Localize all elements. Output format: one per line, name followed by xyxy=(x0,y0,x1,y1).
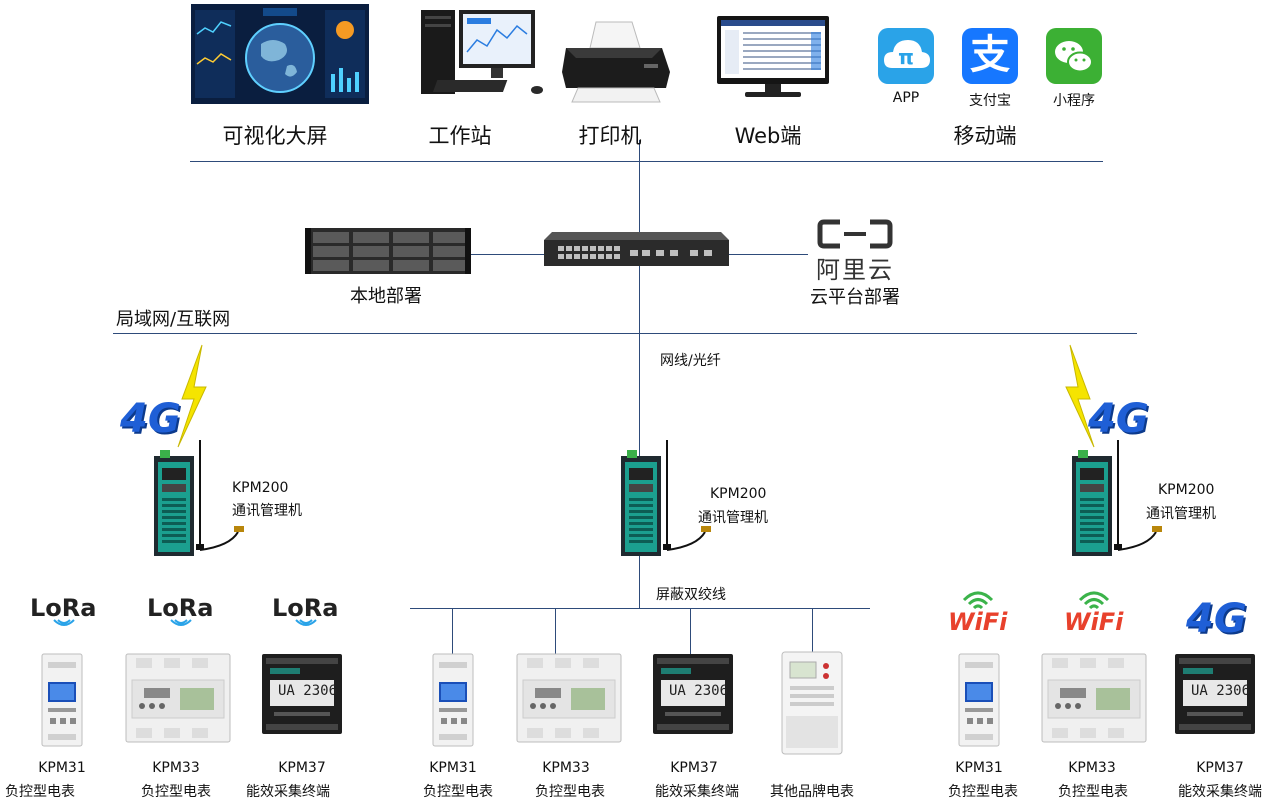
device-model-3: KPM37 xyxy=(278,760,326,776)
device-name-10: 能效采集终端 xyxy=(1178,784,1262,800)
device-name-9: 负控型电表 xyxy=(1058,784,1128,800)
kpm37-display-3: UA 2306 xyxy=(1191,683,1251,699)
rs485-bus-line xyxy=(410,608,870,609)
device-model-5: KPM33 xyxy=(542,760,590,776)
gateway-device-right xyxy=(1072,440,1162,556)
kpm37-display-1: UA 2306 xyxy=(278,683,338,699)
device-model-10: KPM37 xyxy=(1196,760,1244,776)
drop-line-3 xyxy=(690,608,691,660)
kpm33-meter-3 xyxy=(1041,653,1147,743)
kpm37-terminal-3 xyxy=(1175,654,1255,734)
workstation-label: 工作站 xyxy=(428,124,492,148)
wifi-arcs-icon-2 xyxy=(1078,591,1110,610)
kpm37-terminal-2 xyxy=(653,654,733,734)
alipay-glyph: 支 xyxy=(970,32,1010,78)
alipay-icon xyxy=(962,28,1018,84)
lightning-icon-left xyxy=(177,344,207,448)
lan-internet-label: 局域网/互联网 xyxy=(116,309,231,330)
wifi-badge-2: WiFi xyxy=(1064,608,1124,636)
lora-badge-2: LoRa xyxy=(147,594,214,622)
device-model-9: KPM33 xyxy=(1068,760,1116,776)
lora-waves-icon-3 xyxy=(295,619,317,626)
app-label: APP xyxy=(892,90,920,106)
gateway-model-left: KPM200 xyxy=(232,480,289,496)
gateway-model-right: KPM200 xyxy=(1158,482,1215,498)
kpm31-meter-1 xyxy=(41,653,83,747)
printer-icon xyxy=(562,21,670,103)
device-name-1: 负控型电表 xyxy=(5,784,75,800)
web-label: Web端 xyxy=(734,124,802,148)
lora-waves-icon-2 xyxy=(170,619,192,626)
gateway-down-line xyxy=(639,556,640,608)
kpm33-meter-2 xyxy=(516,653,622,743)
device-model-8: KPM31 xyxy=(955,760,1003,776)
local-deploy-label: 本地部署 xyxy=(350,286,422,307)
gateway-device-center xyxy=(621,440,711,556)
device-model-4: KPM31 xyxy=(429,760,477,776)
device-name-7: 其他品牌电表 xyxy=(770,784,854,800)
visual-screen-label: 可视化大屏 xyxy=(222,124,328,148)
4g-badge-left: 4G xyxy=(120,396,181,442)
wifi-badge-1: WiFi xyxy=(948,608,1008,636)
cloud-link-line xyxy=(728,254,808,255)
mobile-label: 移动端 xyxy=(953,124,1017,148)
miniprogram-label: 小程序 xyxy=(1053,93,1095,109)
lora-waves-icon-1 xyxy=(53,619,75,626)
lora-badge-3: LoRa xyxy=(272,594,339,622)
cloud-deploy-label: 云平台部署 xyxy=(810,287,900,308)
aliyun-logo-icon xyxy=(817,219,893,249)
gateway-name-left: 通讯管理机 xyxy=(232,503,302,519)
kpm37-terminal-1 xyxy=(262,654,342,734)
gateway-device-left xyxy=(154,440,244,556)
lora-badge-1: LoRa xyxy=(30,594,97,622)
server-link-line xyxy=(470,254,545,255)
aliyun-logo-text: 阿里云 xyxy=(816,256,894,284)
wifi-arcs-icon-1 xyxy=(962,591,994,610)
printer-label: 打印机 xyxy=(578,124,642,148)
alipay-label: 支付宝 xyxy=(969,93,1011,109)
app-glyph: π xyxy=(898,45,914,69)
main-trunk-line xyxy=(639,140,640,470)
gateway-name-center: 通讯管理机 xyxy=(698,510,768,526)
device-model-2: KPM33 xyxy=(152,760,200,776)
kpm31-meter-2 xyxy=(432,653,474,747)
top-bus-line xyxy=(190,161,1103,162)
drop-line-1 xyxy=(452,608,453,660)
drop-line-2 xyxy=(555,608,556,660)
shielded-twisted-pair-label: 屏蔽双绞线 xyxy=(656,587,726,603)
device-name-5: 负控型电表 xyxy=(535,784,605,800)
kpm37-display-2: UA 2306 xyxy=(669,683,729,699)
visual-screen-icon xyxy=(191,4,369,104)
4g-badge-right: 4G xyxy=(1088,396,1149,442)
local-server-icon xyxy=(305,228,471,274)
device-model-6: KPM37 xyxy=(670,760,718,776)
device-name-2: 负控型电表 xyxy=(141,784,211,800)
lightning-icon-right xyxy=(1065,344,1095,448)
wechat-miniprogram-icon xyxy=(1046,28,1102,84)
gateway-name-right: 通讯管理机 xyxy=(1146,506,1216,522)
other-brand-meter-icon xyxy=(781,651,843,755)
web-monitor-icon xyxy=(717,16,829,97)
device-name-4: 负控型电表 xyxy=(423,784,493,800)
app-icon xyxy=(878,28,934,84)
lan-line xyxy=(113,333,1137,334)
device-model-1: KPM31 xyxy=(38,760,86,776)
workstation-icon xyxy=(421,10,543,94)
4g-badge-bottom: 4G xyxy=(1186,596,1247,642)
network-switch-icon xyxy=(544,232,729,266)
device-name-6: 能效采集终端 xyxy=(655,784,739,800)
gateway-model-center: KPM200 xyxy=(710,486,767,502)
cable-fiber-label: 网线/光纤 xyxy=(660,353,721,369)
kpm31-meter-3 xyxy=(958,653,1000,747)
device-name-3: 能效采集终端 xyxy=(246,784,330,800)
device-name-8: 负控型电表 xyxy=(948,784,1018,800)
kpm33-meter-1 xyxy=(125,653,231,743)
drop-line-4 xyxy=(812,608,813,660)
